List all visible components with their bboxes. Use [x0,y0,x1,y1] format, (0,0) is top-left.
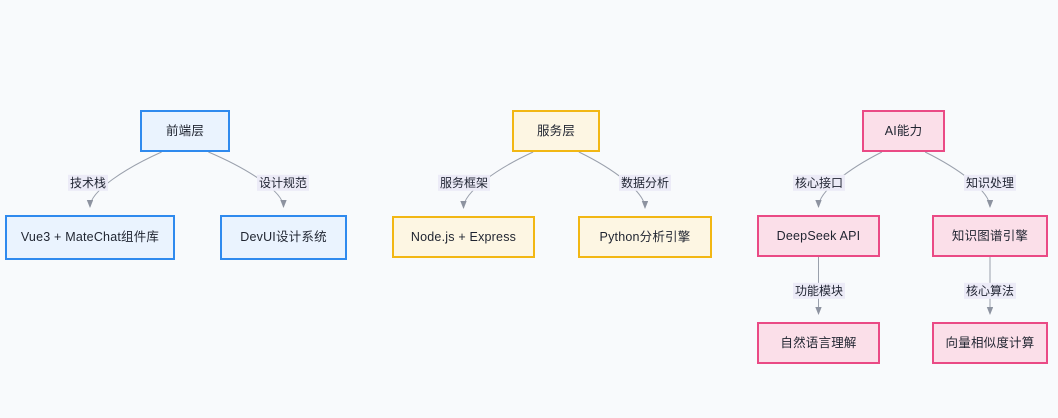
node-label: 自然语言理解 [780,335,857,350]
node-label: 知识图谱引擎 [951,228,1029,243]
node-service-root[interactable]: 服务层 [512,110,600,152]
node-label: 前端层 [165,123,205,138]
node-ai-knowledge-graph[interactable]: 知识图谱引擎 [932,215,1048,257]
node-label: AI能力 [884,123,923,138]
node-label: Node.js + Express [410,229,517,244]
node-service-analytics[interactable]: Python分析引擎 [578,216,712,258]
edge-label-edge-ai-vector: 核心算法 [963,282,1017,300]
node-ai-deepseek[interactable]: DeepSeek API [757,215,880,257]
edge-label-edge-service-framework: 服务框架 [437,174,491,192]
edge-label-edge-ai-core-api: 核心接口 [792,174,846,192]
node-label: Vue3 + MateChat组件库 [20,230,160,245]
node-ai-root[interactable]: AI能力 [862,110,945,152]
node-label: DevUI设计系统 [240,230,327,245]
node-service-framework[interactable]: Node.js + Express [392,216,535,258]
edge-label-edge-frontend-design: 设计规范 [256,174,310,192]
edge-label-edge-frontend-stack: 技术栈 [67,174,109,192]
edge-label-edge-ai-knowledge: 知识处理 [963,174,1017,192]
edge-label-edge-service-analytics: 数据分析 [618,174,672,192]
node-ai-nlu[interactable]: 自然语言理解 [757,322,880,364]
node-label: Python分析引擎 [599,229,691,244]
node-frontend-stack[interactable]: Vue3 + MateChat组件库 [5,215,175,260]
node-label: 服务层 [536,123,576,138]
node-frontend-root[interactable]: 前端层 [140,110,230,152]
node-label: 向量相似度计算 [945,335,1035,350]
node-label: DeepSeek API [776,228,861,243]
edge-label-edge-ai-nlu: 功能模块 [792,282,846,300]
node-frontend-design[interactable]: DevUI设计系统 [220,215,347,260]
node-ai-vector-sim[interactable]: 向量相似度计算 [932,322,1048,364]
